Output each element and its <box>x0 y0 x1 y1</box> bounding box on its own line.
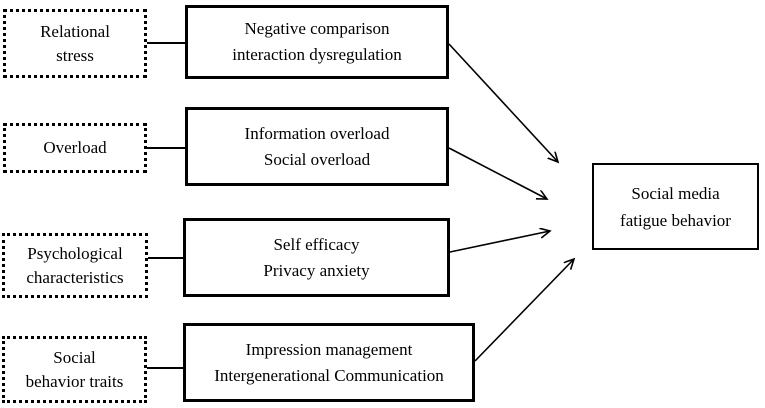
antecedent-box-psychological-characteristics: Psychological characteristics <box>2 233 148 298</box>
factor-box-impression-management: Impression management Intergenerational … <box>183 323 475 402</box>
antecedent-box-social-behavior-traits: Social behavior traits <box>2 336 147 403</box>
factor-box-information-overload: Information overload Social overload <box>185 107 449 186</box>
antecedent-label-social-behavior-traits: Social behavior traits <box>25 347 124 391</box>
arrow-negative-comparison-to-outcome <box>448 43 558 162</box>
factor-label-negative-comparison: Negative comparison interaction dysregul… <box>232 19 402 64</box>
antecedent-box-relational-stress: Relational stress <box>3 9 147 78</box>
antecedent-label-overload: Overload <box>43 138 107 157</box>
arrow-impression-management-to-outcome <box>474 259 574 362</box>
factor-box-negative-comparison: Negative comparison interaction dysregul… <box>185 5 449 79</box>
factor-label-information-overload: Information overload Social overload <box>244 123 390 169</box>
outcome-box-social-media-fatigue: Social media fatigue behavior <box>592 163 759 250</box>
arrow-information-overload-to-outcome <box>448 147 547 199</box>
outcome-label-social-media-fatigue: Social media fatigue behavior <box>620 183 731 230</box>
factor-label-self-efficacy: Self efficacy Privacy anxiety <box>263 234 370 280</box>
antecedent-label-relational-stress: Relational stress <box>40 21 110 65</box>
factor-box-self-efficacy: Self efficacy Privacy anxiety <box>183 218 450 297</box>
antecedent-label-psychological-characteristics: Psychological characteristics <box>26 243 124 287</box>
arrow-self-efficacy-to-outcome <box>449 231 550 253</box>
antecedent-box-overload: Overload <box>3 123 147 173</box>
factor-label-impression-management: Impression management Intergenerational … <box>214 339 444 385</box>
